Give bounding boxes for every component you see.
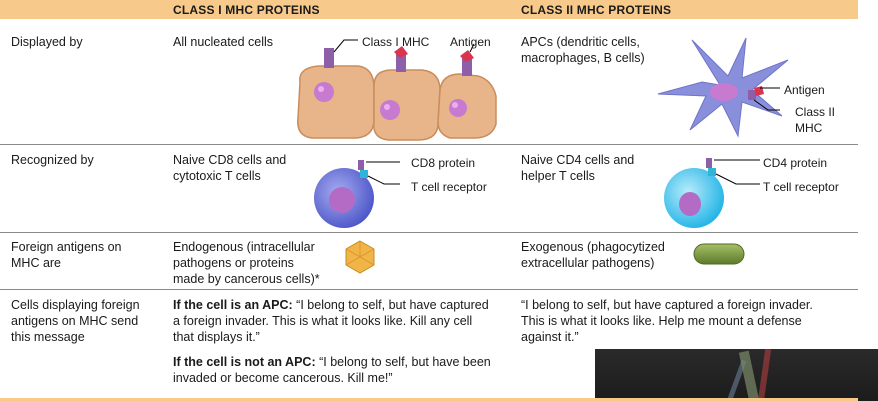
class1-message-apc: If the cell is an APC: “I belong to self… (173, 297, 513, 345)
table-bottom-rule (0, 398, 858, 401)
cd8-tcell-illustration (314, 160, 400, 228)
antigen-icon (394, 46, 408, 58)
table-header: CLASS I MHC PROTEINS CLASS II MHC PROTEI… (0, 0, 858, 19)
nucleated-cell-1 (297, 65, 375, 139)
class2-displayed-by: APCs (dendritic cells, macrophages, B ce… (521, 35, 645, 65)
dendritic-cell-illustration (657, 37, 789, 138)
row-label-displayed-by: Displayed by (11, 35, 83, 49)
class1-displayed-by: All nucleated cells (173, 35, 274, 49)
row-divider (0, 289, 858, 290)
nucleated-cells-illustration (297, 39, 497, 141)
label-cd4-protein: CD4 protein (763, 156, 828, 170)
cd8-protein-icon (358, 160, 364, 170)
label-tcr-class2: T cell receptor (763, 180, 839, 194)
class2-mhc-icon (748, 90, 756, 100)
label-tcr-class1: T cell receptor (411, 180, 487, 194)
class1-message-nonapc: If the cell is not an APC: “I belong to … (173, 354, 513, 386)
row-label-message: Cells displaying foreign antigens on MHC… (11, 298, 140, 344)
class1-mhc-icon (324, 48, 334, 68)
header-class1: CLASS I MHC PROTEINS (173, 3, 320, 17)
cd4-protein-icon (706, 158, 712, 168)
row-divider (0, 232, 858, 233)
nonapc-lead: If the cell is not an APC: (173, 355, 316, 369)
nucleated-cell-2 (373, 69, 441, 141)
label-class2-mhc: Class II MHC (795, 105, 836, 135)
class2-recognized-by: Naive CD4 cells and helper T cells (521, 153, 635, 183)
class1-recognized-by: Naive CD8 cells and cytotoxic T cells (173, 153, 287, 183)
micrograph-image (595, 349, 878, 401)
row-label-foreign-antigens: Foreign antigens on MHC are (11, 240, 122, 270)
apc-lead: If the cell is an APC: (173, 298, 293, 312)
label-class1-mhc: Class I MHC (362, 35, 430, 49)
class1-foreign-antigens: Endogenous (intracellular pathogens or p… (173, 240, 320, 286)
label-antigen-class2: Antigen (784, 83, 825, 97)
apc-text: “I belong to self, but have captured a f… (173, 298, 489, 344)
class2-foreign-antigens: Exogenous (phagocytized extracellular pa… (521, 240, 665, 270)
class2-message: “I belong to self, but have captured a f… (521, 298, 813, 344)
row-divider (0, 144, 858, 145)
label-antigen-class1: Antigen (450, 35, 491, 49)
row-label-recognized-by: Recognized by (11, 153, 94, 167)
cd4-tcell-illustration (664, 158, 760, 228)
tcr-icon (360, 170, 368, 178)
label-cd8-protein: CD8 protein (411, 156, 476, 170)
header-class2: CLASS II MHC PROTEINS (521, 3, 672, 17)
bacterium-icon (693, 243, 745, 265)
nucleated-cell-3 (437, 73, 497, 139)
tcr-icon-class2 (708, 168, 716, 176)
virus-icon (345, 240, 375, 274)
nonapc-text: “I belong to self, but have been invaded… (173, 355, 491, 385)
